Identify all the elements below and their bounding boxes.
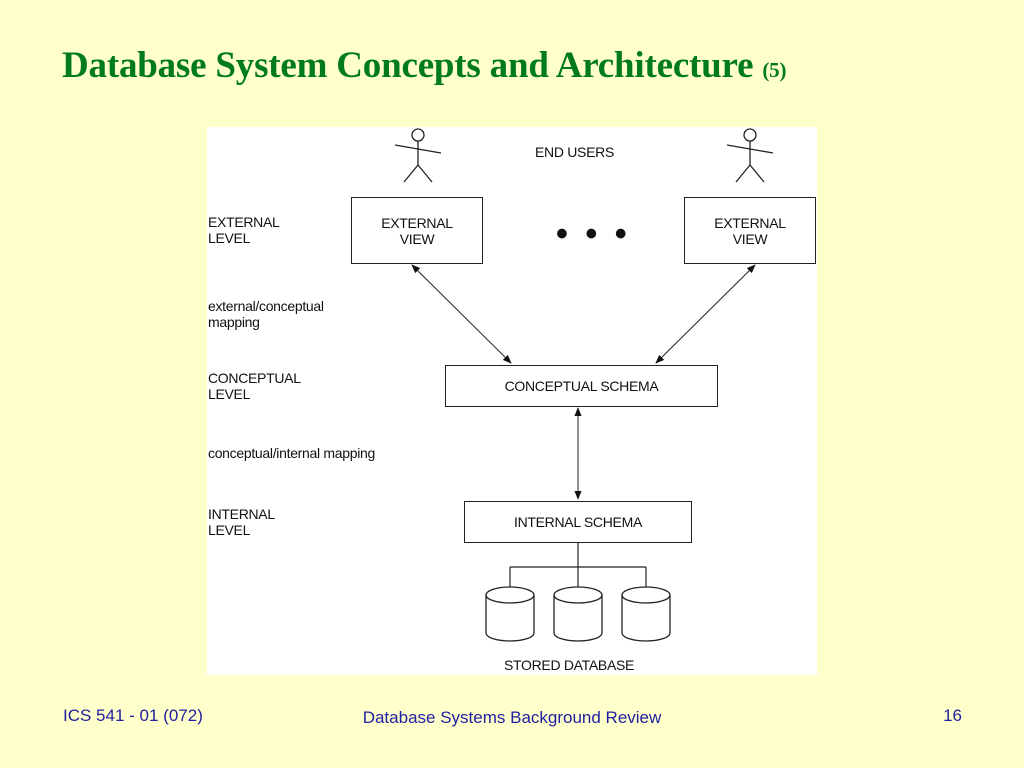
diagram-lines: [394, 128, 774, 642]
internal-schema-box: INTERNAL SCHEMA: [464, 501, 692, 543]
conceptual-internal-mapping-label: conceptual/internal mapping: [208, 445, 376, 461]
arrow-left-view-to-conceptual: [411, 264, 512, 364]
slide-title-main: Database System Concepts and Architectur…: [62, 45, 763, 86]
conceptual-schema-box: CONCEPTUAL SCHEMA: [445, 365, 718, 407]
database-disk-icon-2: [553, 586, 603, 642]
slide-title: Database System Concepts and Architectur…: [62, 44, 786, 87]
stored-database-label: STORED DATABASE: [504, 657, 635, 673]
more-views-ellipsis: • • •: [556, 215, 631, 253]
database-disk-icon-1: [485, 586, 535, 642]
footer-page-number: 16: [943, 706, 962, 725]
footer-course: ICS 541 - 01 (072): [63, 706, 203, 725]
external-conceptual-mapping-label: external/conceptual mapping: [208, 298, 324, 330]
end-users-label: END USERS: [535, 144, 614, 160]
slide-title-number: (5): [762, 58, 787, 82]
disk-connectors: [509, 543, 647, 587]
end-user-icon-left: [394, 128, 442, 183]
external-level-label: EXTERNAL LEVEL: [208, 214, 280, 246]
internal-level-label: INTERNAL LEVEL: [208, 506, 275, 538]
end-user-icon-right: [726, 128, 774, 183]
database-disk-icon-3: [621, 586, 671, 642]
conceptual-level-label: CONCEPTUAL LEVEL: [208, 370, 301, 402]
architecture-diagram: END USERS EXTERNAL LEVEL external/concep…: [207, 127, 817, 675]
external-view-box-left: EXTERNAL VIEW: [351, 197, 483, 264]
arrow-right-view-to-conceptual: [655, 264, 756, 364]
footer-topic: Database Systems Background Review: [362, 708, 662, 727]
external-view-box-right: EXTERNAL VIEW: [684, 197, 816, 264]
